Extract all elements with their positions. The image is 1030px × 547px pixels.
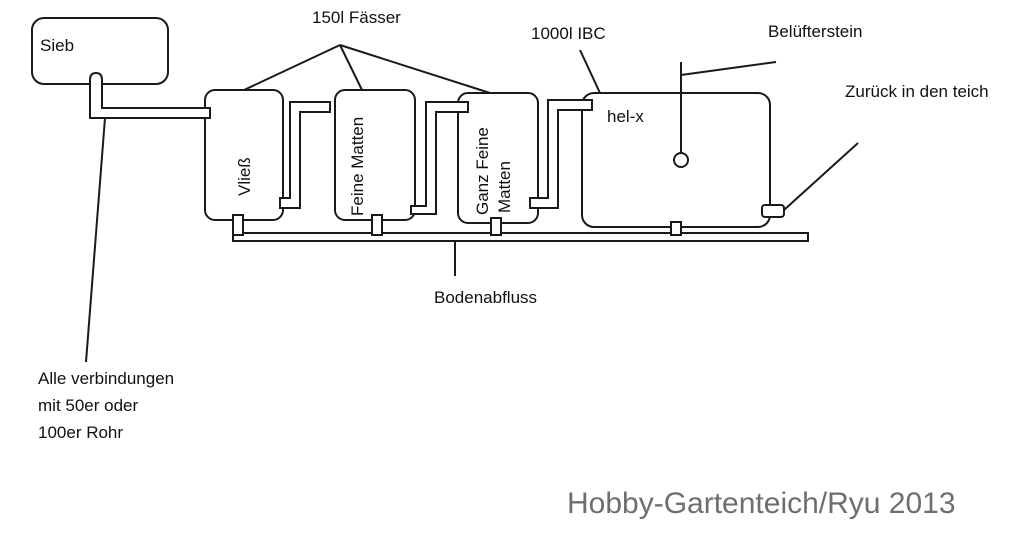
- bodenabfluss-label: Bodenabfluss: [434, 288, 537, 307]
- rohr-label-line1: Alle verbindungen: [38, 369, 174, 388]
- pointer-faesser-1: [243, 44, 341, 91]
- pointer-rohr: [85, 117, 106, 363]
- ganz-feine-label-line2: Matten: [495, 161, 514, 213]
- drain-stub-3: [490, 217, 502, 236]
- pipe-vlies-to-feine: [279, 101, 331, 209]
- pipe-ganzfeine-to-ibc: [529, 99, 593, 209]
- pipe-feine-to-ganzfeine: [410, 101, 469, 215]
- sieb-outlet-pipe: [89, 71, 211, 119]
- rohr-label-line3: 100er Rohr: [38, 423, 123, 442]
- barrel-feine-matten: [334, 89, 416, 221]
- pointer-belueftung: [680, 61, 777, 76]
- vlies-label: Vließ: [235, 157, 254, 196]
- rohr-label-line2: mit 50er oder: [38, 396, 138, 415]
- pointer-faesser-3: [339, 44, 491, 94]
- bottom-drain-pipe: [232, 232, 809, 242]
- drain-stub-1: [232, 214, 244, 236]
- air-stone: [673, 152, 689, 168]
- return-outlet: [761, 204, 785, 218]
- pointer-ibc: [579, 49, 601, 94]
- ganz-feine-label-line1: Ganz Feine: [473, 127, 492, 215]
- faesser-label: 150l Fässer: [312, 8, 401, 27]
- watermark: Hobby-Gartenteich/Ryu 2013: [567, 487, 956, 520]
- helx-label: hel-x: [607, 107, 644, 126]
- zurueck-label: Zurück in den teich: [845, 82, 989, 101]
- drain-stub-4: [670, 221, 682, 236]
- ibc-label: 1000l IBC: [531, 24, 606, 43]
- pointer-faesser-2: [339, 44, 363, 91]
- barrel-vlies: [204, 89, 284, 221]
- sieb-label: Sieb: [40, 36, 74, 55]
- belueftung-label: Belüfterstein: [768, 22, 863, 41]
- pointer-zurueck: [783, 142, 859, 211]
- drain-stub-2: [371, 214, 383, 236]
- feine-matten-label: Feine Matten: [348, 117, 367, 216]
